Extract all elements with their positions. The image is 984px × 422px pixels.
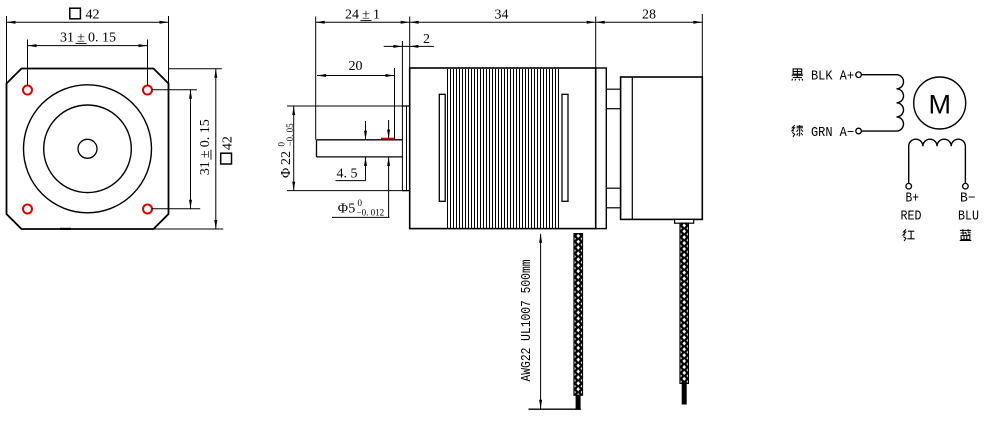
svg-text:5: 5: [348, 201, 355, 216]
svg-text:0. 15: 0. 15: [88, 31, 116, 46]
svg-text:AWG22 UL1007 500mm: AWG22 UL1007 500mm: [520, 260, 535, 382]
svg-text:42: 42: [221, 136, 236, 150]
svg-text:20: 20: [349, 59, 363, 74]
svg-text:BLU: BLU: [958, 210, 979, 225]
svg-text:24: 24: [345, 8, 359, 23]
svg-text:B−: B−: [960, 192, 976, 207]
svg-text:±: ±: [198, 150, 213, 158]
svg-text:±: ±: [362, 8, 370, 23]
svg-text:−0. 05: −0. 05: [285, 123, 295, 147]
svg-text:31: 31: [60, 31, 74, 46]
svg-text:GRN A−: GRN A−: [811, 126, 854, 141]
svg-text:Φ: Φ: [338, 201, 348, 216]
svg-text:22: 22: [279, 151, 294, 165]
svg-text:±: ±: [77, 31, 85, 46]
svg-text:RED: RED: [901, 210, 922, 225]
svg-text:−0. 012: −0. 012: [357, 208, 385, 218]
svg-text:28: 28: [642, 8, 656, 23]
svg-text:B+: B+: [906, 192, 920, 207]
svg-text:31: 31: [198, 161, 213, 175]
svg-text:0: 0: [358, 198, 363, 208]
svg-text:0: 0: [277, 142, 287, 147]
svg-text:Φ: Φ: [279, 168, 294, 178]
svg-text:BLK A+: BLK A+: [811, 70, 854, 85]
svg-text:1: 1: [373, 8, 380, 23]
svg-text:4. 5: 4. 5: [337, 166, 358, 181]
svg-text:34: 34: [495, 8, 509, 23]
svg-text:42: 42: [86, 7, 100, 22]
svg-text:M: M: [928, 89, 951, 119]
svg-text:0. 15: 0. 15: [198, 119, 213, 147]
svg-text:2: 2: [423, 32, 430, 47]
